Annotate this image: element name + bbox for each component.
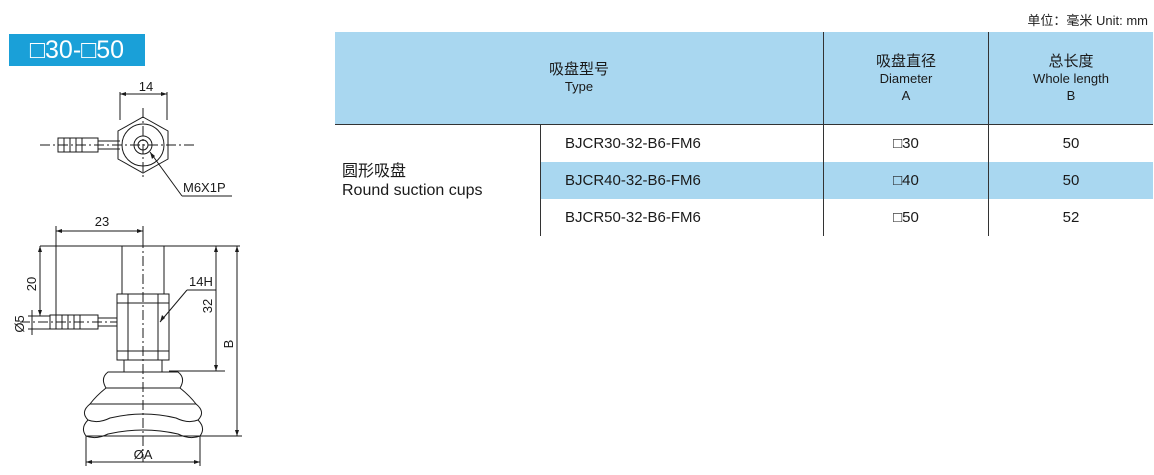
length-cell: 50 [988, 124, 1153, 162]
category-en: Round suction cups [342, 181, 483, 199]
thread-label: M6X1P [183, 180, 226, 195]
dim-32: 32 [200, 299, 215, 313]
table-row: BJCR40-32-B6-FM6 □40 50 [335, 162, 1153, 199]
category-cell: 圆形吸盘 Round suction cups [335, 125, 541, 237]
table-row: 圆形吸盘 Round suction cups BJCR30-32-B6-FM6… [335, 124, 1153, 199]
dim-offset: 23 [95, 214, 109, 229]
dim-top-width: 14 [139, 79, 153, 94]
dim-height-20: 20 [24, 277, 39, 291]
table-row: BJCR50-32-B6-FM6 □50 52 [335, 199, 1153, 236]
header-type: 吸盘型号 Type [335, 32, 824, 125]
hex-label: 14H [189, 274, 213, 289]
dim-B: B [221, 340, 236, 349]
unit-label: 单位：毫米 Unit: mm [1027, 13, 1148, 28]
diameter-cell: □40 [823, 162, 989, 199]
model-cell: BJCR50-32-B6-FM6 [540, 199, 824, 236]
category-zh: 圆形吸盘 [342, 162, 407, 180]
length-cell: 50 [988, 162, 1153, 199]
dim-dia5: Ø5 [12, 315, 27, 332]
model-cell: BJCR30-32-B6-FM6 [540, 124, 824, 162]
diameter-cell: □50 [823, 199, 989, 236]
length-cell: 52 [988, 199, 1153, 236]
header-diameter: 吸盘直径 Diameter A [823, 32, 989, 125]
dim-dia-A: ØA [134, 447, 153, 462]
model-cell: BJCR40-32-B6-FM6 [540, 162, 824, 199]
spec-table: 吸盘型号 Type 吸盘直径 Diameter A 总长度 Whole leng… [335, 32, 1153, 236]
size-range-badge: □30-□50 [9, 34, 145, 66]
technical-drawing: 14 M6X1P 23 20 [12, 79, 242, 466]
table-header-row: 吸盘型号 Type 吸盘直径 Diameter A 总长度 Whole leng… [335, 32, 1153, 125]
diameter-cell: □30 [823, 124, 989, 162]
header-length: 总长度 Whole length B [988, 32, 1153, 125]
